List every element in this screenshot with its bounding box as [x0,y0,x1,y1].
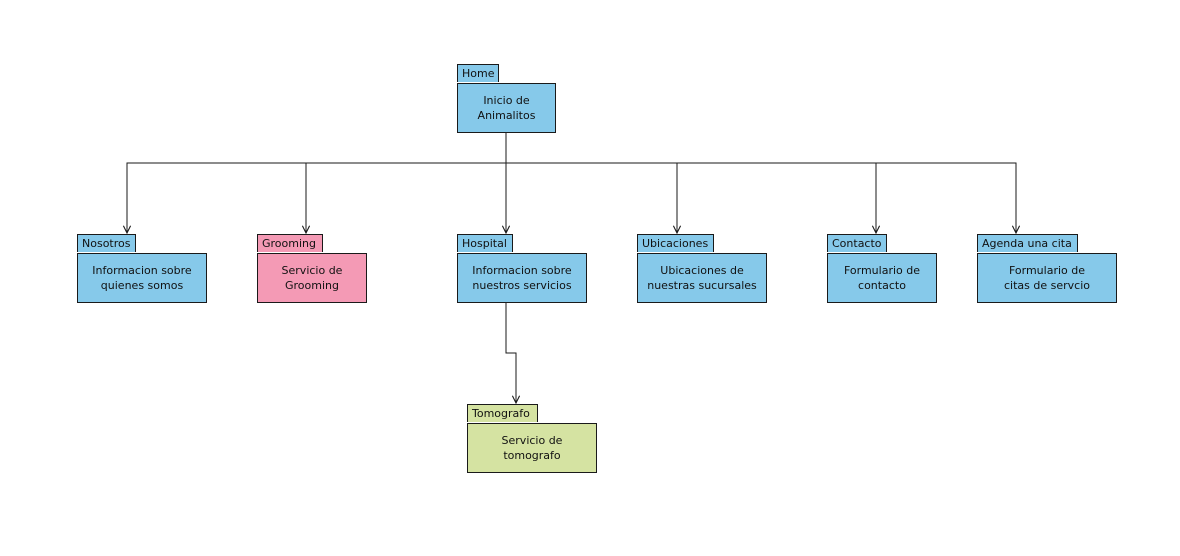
tomografo-node: Servicio de tomografo [467,423,597,473]
edge-home-to-contacto [505,133,876,233]
hospital-tab-label: Hospital [457,234,513,252]
grooming-node-line: Grooming [284,279,339,292]
home-node: Inicio de Animalitos [457,83,556,133]
tomografo-tab-label: Tomografo [467,404,538,422]
home-node-text: Inicio de Animalitos [478,93,536,123]
ubicaciones-node-line: Ubicaciones de [660,264,744,277]
agenda-tab-label: Agenda una cita [977,234,1078,252]
grooming-node: Servicio de Grooming [257,253,367,303]
nosotros-node: Informacion sobre quienes somos [77,253,207,303]
edge-home-to-grooming [306,133,507,233]
hospital-node-line: nuestros servicios [472,279,572,292]
edge-home-to-ubicaciones [505,133,677,233]
agenda-node-line: citas de servcio [1004,279,1090,292]
grooming-node-line: Servicio de [281,264,343,277]
grooming-tab-label: Grooming [257,234,323,252]
hospital-node-text: Informacion sobre nuestros servicios [472,263,571,293]
contacto-node: Formulario de contacto [827,253,937,303]
tomografo-node-line: tomografo [503,449,561,462]
ubicaciones-node-line: nuestras sucursales [647,279,757,292]
contacto-node-line: Formulario de [843,264,921,277]
hospital-node-line: Informacion sobre [472,264,572,277]
agenda-node: Formulario de citas de servcio [977,253,1117,303]
edge-home-to-nosotros [127,133,507,233]
hospital-node: Informacion sobre nuestros servicios [457,253,587,303]
home-node-line: Animalitos [477,109,536,122]
nosotros-tab-label: Nosotros [77,234,136,252]
ubicaciones-tab-label: Ubicaciones [637,234,714,252]
nosotros-node-text: Informacion sobre quienes somos [92,263,191,293]
contacto-tab-label: Contacto [827,234,887,252]
grooming-node-text: Servicio de Grooming [282,263,343,293]
contacto-node-line: contacto [858,279,906,292]
edge-hospital-to-tomografo [505,303,516,403]
tomografo-node-line: Servicio de [501,434,563,447]
agenda-node-line: Formulario de [1008,264,1086,277]
home-node-line: Inicio de [483,94,530,107]
ubicaciones-node-text: Ubicaciones de nuestras sucursales [647,263,757,293]
nosotros-node-line: Informacion sobre [92,264,192,277]
ubicaciones-node: Ubicaciones de nuestras sucursales [637,253,767,303]
tomografo-node-text: Servicio de tomografo [502,433,563,463]
home-tab-label: Home [457,64,499,82]
contacto-node-text: Formulario de contacto [844,263,920,293]
nosotros-node-line: quienes somos [100,279,184,292]
edge-home-to-agenda [505,133,1016,233]
agenda-node-text: Formulario de citas de servcio [1004,263,1090,293]
